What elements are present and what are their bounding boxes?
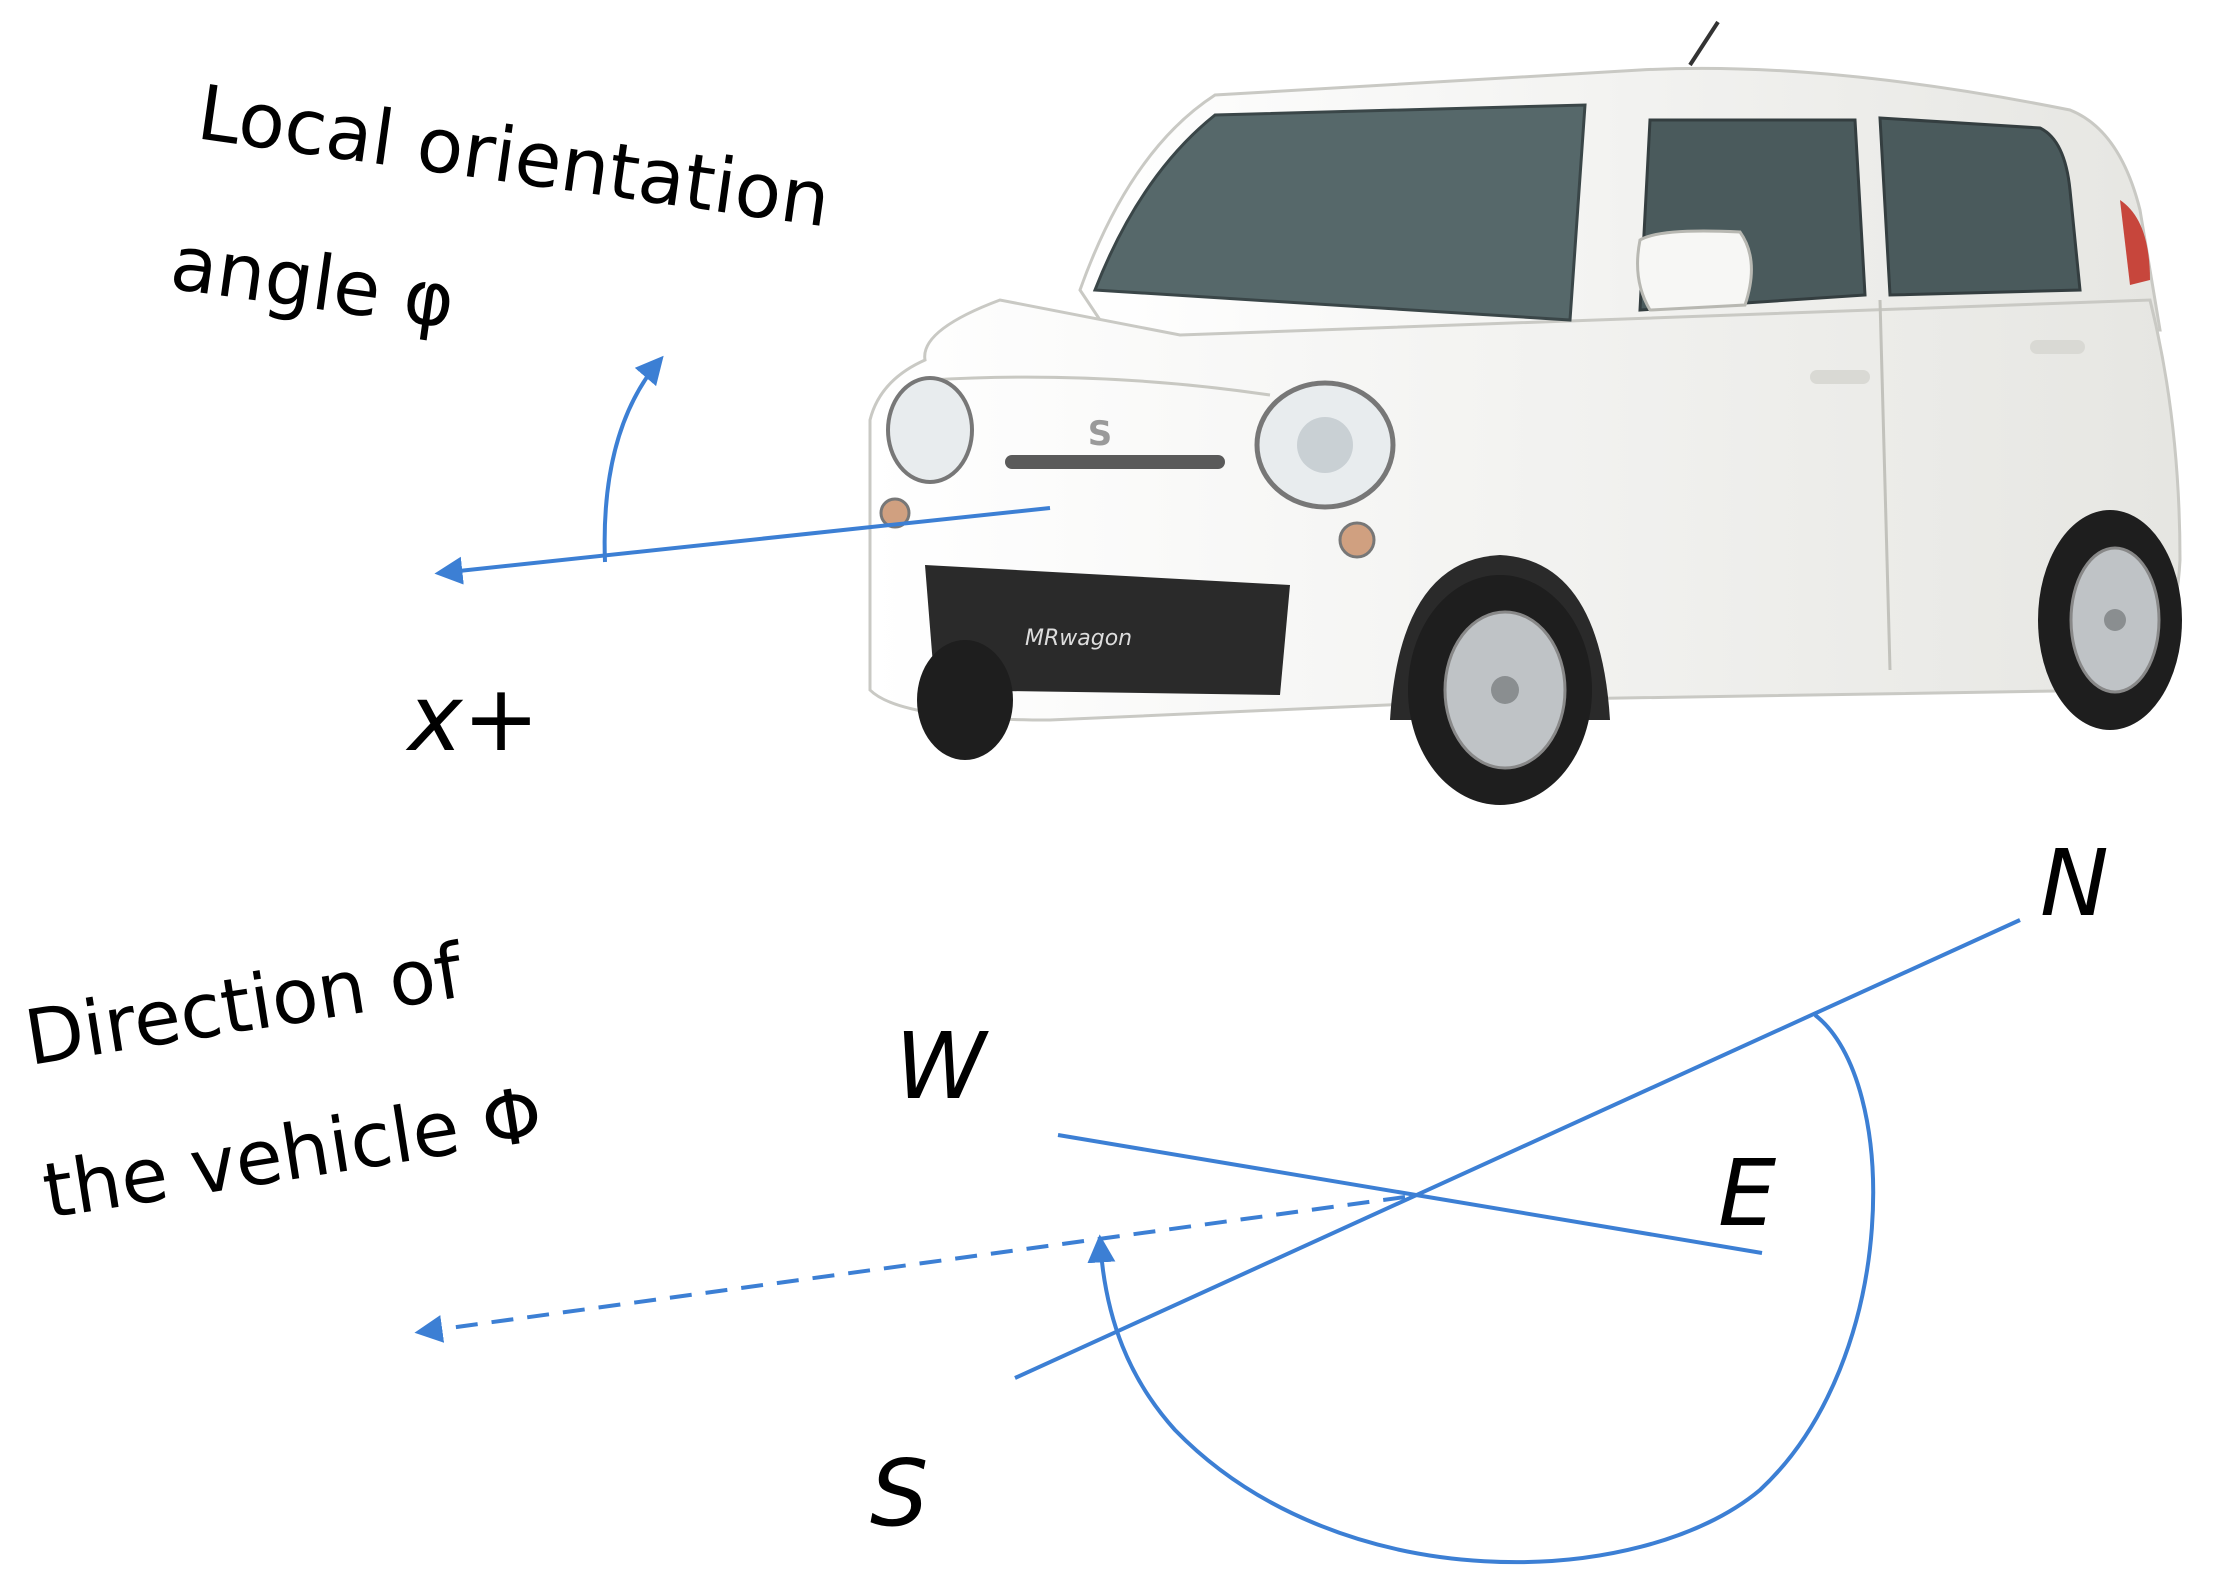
fog-light — [879, 497, 911, 529]
hood-line — [929, 375, 1271, 397]
tail-light — [2120, 200, 2150, 285]
compass-group: Direction of the vehicle Φ N W E S — [19, 830, 2109, 1565]
headlight-inner — [1297, 417, 1353, 473]
compass-west-label: W — [895, 1013, 989, 1120]
compass-south-label: S — [870, 1440, 928, 1547]
vehicle-direction-arrow — [414, 1195, 1406, 1343]
compass-north-label: N — [2040, 830, 2109, 937]
side-window-rear — [1878, 116, 2082, 297]
windshield — [1092, 103, 1587, 322]
front-wheel — [1390, 555, 1610, 805]
x-axis-label: x+ — [405, 665, 540, 772]
compass-east-label: E — [1718, 1140, 1776, 1247]
vehicle-badge: MRwagon — [1025, 626, 1132, 651]
vehicle-direction-angle-arc — [1087, 1013, 1876, 1565]
side-mirror — [1636, 229, 1753, 312]
vehicle-illustration: S MRwagon — [868, 20, 2182, 805]
north-south-axis — [1014, 918, 2021, 1380]
antenna — [1688, 20, 1720, 67]
brand-emblem: S — [1088, 414, 1113, 454]
fog-light — [1338, 521, 1376, 559]
bumper-grille — [925, 565, 1290, 695]
local-angle-label-line1: Local orientation — [192, 68, 835, 245]
front-wheel-left — [917, 640, 1013, 760]
door-handle — [2030, 340, 2085, 354]
front-grille-slot — [1005, 455, 1225, 469]
direction-label-line1: Direction of — [19, 926, 470, 1083]
x-axis-arrow — [434, 506, 1051, 585]
direction-label-line2: the vehicle Φ — [37, 1069, 548, 1236]
door-seam — [1878, 299, 1892, 671]
local-angle-arc-arrow — [602, 355, 664, 563]
local-angle-label-line2: angle φ — [165, 218, 460, 346]
headlight-left — [886, 376, 974, 484]
west-east-axis — [1057, 1133, 1763, 1255]
rear-wheel — [2038, 510, 2182, 730]
door-handle — [1810, 370, 1870, 384]
